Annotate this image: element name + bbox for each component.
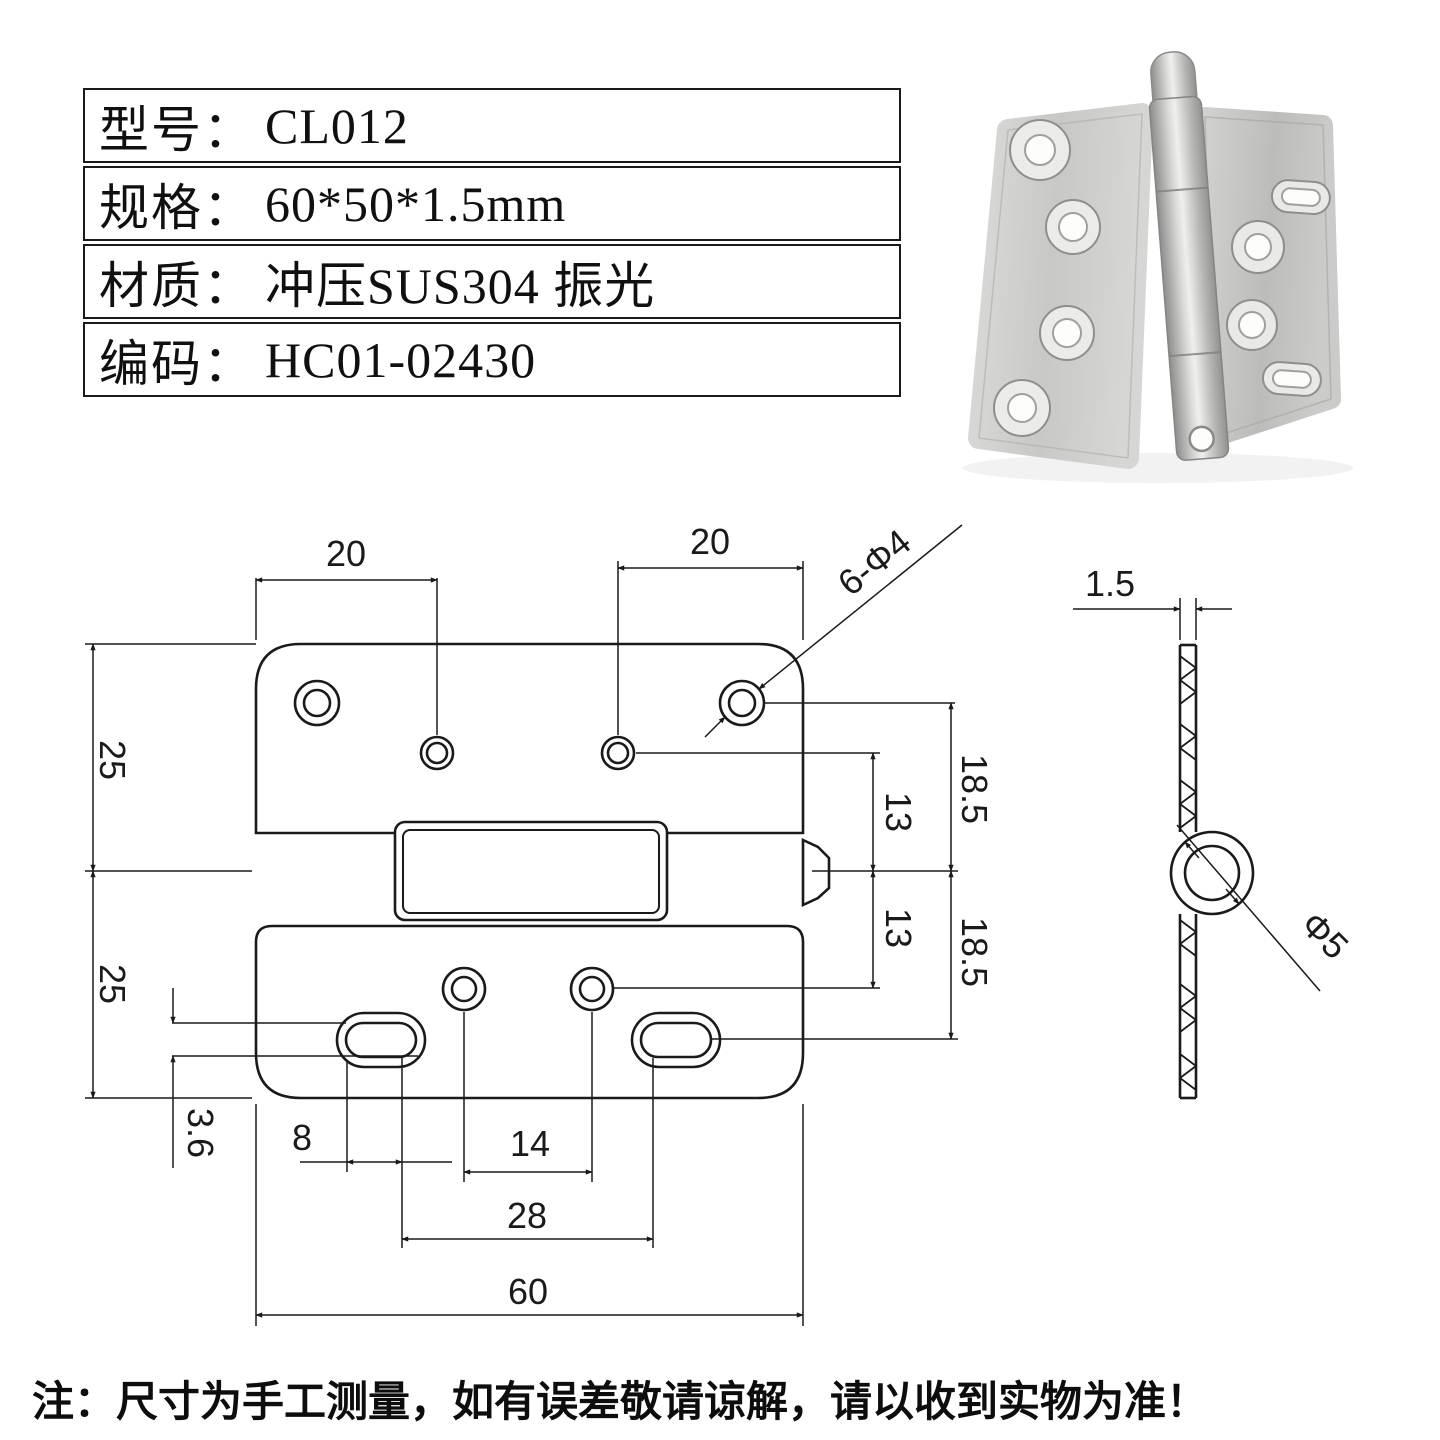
extension-lines xyxy=(85,561,958,1326)
photo-left-leaf xyxy=(968,103,1153,469)
countersunk-hole-icon xyxy=(1226,220,1285,351)
spec-table: 型号： CL012 规格： 60*50*1.5mm 材质： 冲压SUS304 振… xyxy=(83,88,901,400)
dim-20-left: 20 xyxy=(326,533,366,574)
leader-6phi4 xyxy=(758,524,963,690)
product-photo xyxy=(963,51,1353,483)
dimension-lines xyxy=(90,524,963,1318)
side-view-dims xyxy=(1073,598,1321,992)
dim-8: 8 xyxy=(292,1117,312,1158)
note-text: 注：尺寸为手工测量，如有误差敬请谅解，请以收到实物为准！ xyxy=(32,1378,1209,1425)
lower-slot-left xyxy=(335,1011,427,1069)
dimension-texts: 20 20 6-Φ4 25 25 13 13 18.5 18.5 3.6 8 1… xyxy=(92,521,995,1312)
front-view-part-outline xyxy=(254,642,831,1100)
upper-mid-hole-right xyxy=(600,735,636,771)
dim-thickness: 1.5 xyxy=(1085,563,1135,604)
dim-20-right: 20 xyxy=(690,521,730,562)
upper-mid-hole-left xyxy=(419,735,455,771)
photo-barrel xyxy=(1148,51,1230,461)
dim-60: 60 xyxy=(508,1271,548,1312)
pin-end-cap xyxy=(801,837,831,908)
dim-18.5-lower: 18.5 xyxy=(954,917,995,987)
lower-mid-hole-left xyxy=(441,966,487,1012)
pin-section-inner xyxy=(1183,844,1241,902)
dim-13-lower: 13 xyxy=(878,908,919,948)
dim-13-upper: 13 xyxy=(878,792,919,832)
dim-hole-callout: 6-Φ4 xyxy=(830,521,919,604)
countersunk-hole-icon xyxy=(993,119,1101,437)
section-hatching xyxy=(1178,655,1198,1091)
dim-18.5-upper: 18.5 xyxy=(954,754,995,824)
row-value: 冲压SUS304 振光 xyxy=(265,257,656,314)
dim-3.6: 3.6 xyxy=(180,1108,221,1158)
lower-mid-hole-right xyxy=(569,966,615,1012)
bottom-leaf-outline xyxy=(254,924,805,1100)
leader-phi5 xyxy=(1176,824,1321,992)
lower-slot-right xyxy=(630,1011,722,1069)
slot-hole-icon xyxy=(1270,179,1331,215)
row-label: 材质： xyxy=(99,257,255,314)
side-view-drawing: 1.5 Φ5 xyxy=(1073,563,1357,1100)
pin-section-outer xyxy=(1169,830,1255,916)
dim-14: 14 xyxy=(510,1123,550,1164)
row-label: 编码： xyxy=(99,335,255,392)
row-label: 型号： xyxy=(99,101,255,158)
knuckle-flap-outer xyxy=(393,820,669,922)
slot-hole-icon xyxy=(1261,361,1322,397)
knuckle-flap-inner xyxy=(402,829,660,914)
row-value: HC01-02430 xyxy=(265,331,537,388)
table-row-size: 规格： 60*50*1.5mm xyxy=(83,166,901,241)
upper-corner-hole-left xyxy=(293,679,341,727)
dim-28: 28 xyxy=(507,1195,547,1236)
photo-shadow xyxy=(963,453,1353,483)
row-label: 规格： xyxy=(99,179,255,236)
table-row-code: 编码： HC01-02430 xyxy=(83,322,901,397)
table-row-model: 型号： CL012 xyxy=(83,88,901,163)
dim-pin-diameter: Φ5 xyxy=(1293,903,1356,966)
top-leaf-outline xyxy=(254,642,805,835)
dim-25-upper: 25 xyxy=(92,740,133,780)
front-view-drawing: 20 20 6-Φ4 25 25 13 13 18.5 18.5 3.6 8 1… xyxy=(85,521,995,1326)
row-value: 60*50*1.5mm xyxy=(265,175,567,232)
table-row-material: 材质： 冲压SUS304 振光 xyxy=(83,244,901,319)
dim-25-lower: 25 xyxy=(92,964,133,1004)
row-value: CL012 xyxy=(265,97,409,154)
upper-corner-hole-right xyxy=(718,679,766,727)
